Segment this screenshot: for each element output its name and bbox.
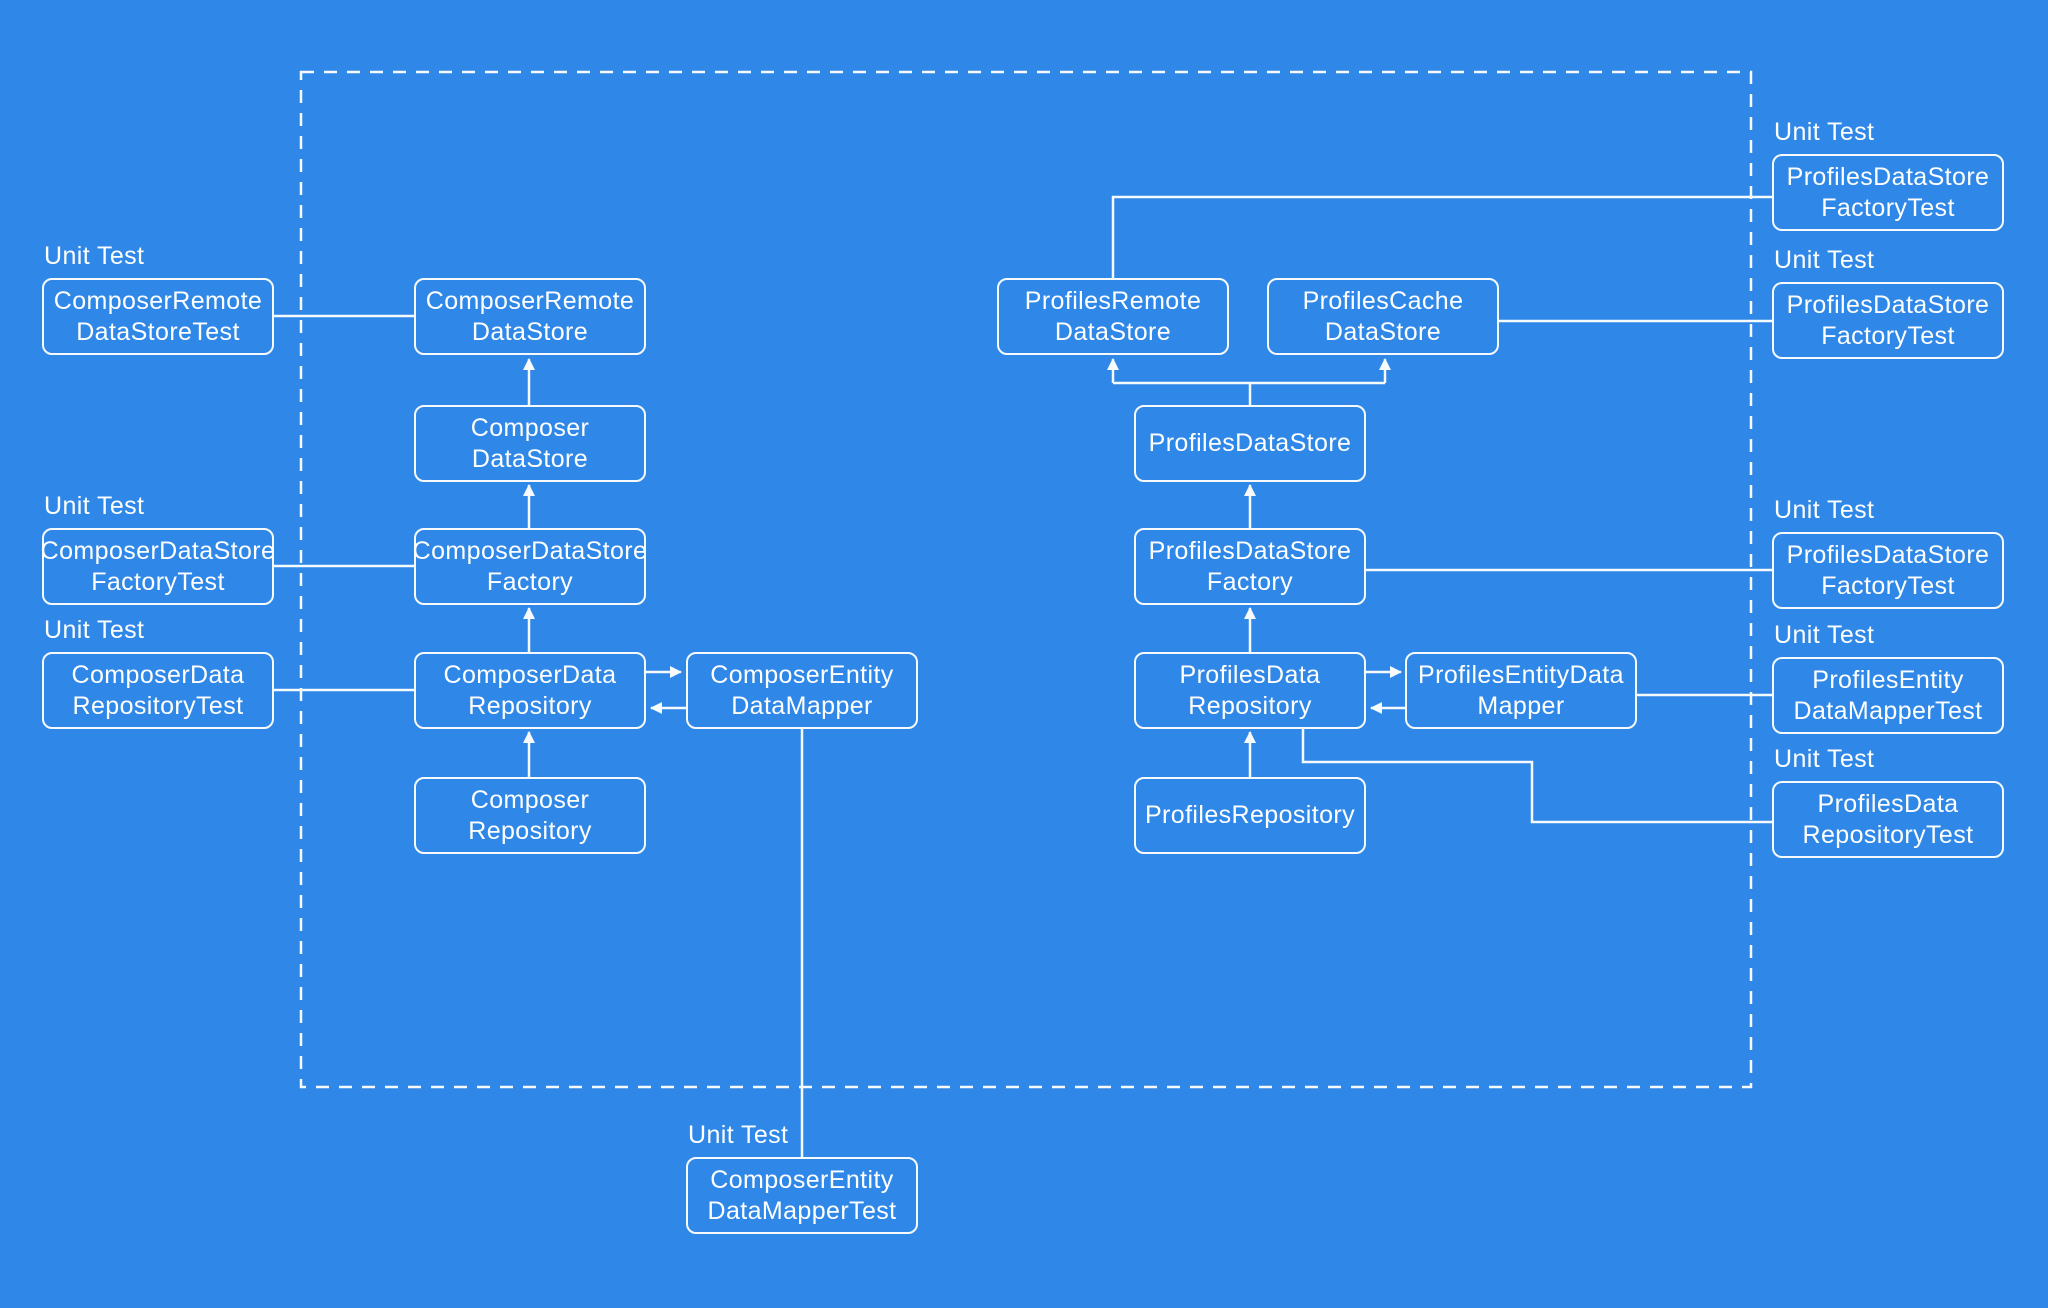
node-profiles-repository: ProfilesRepository (1134, 777, 1366, 854)
unit-test-label: Unit Test (1774, 118, 1875, 146)
node-composer-entity-data-mapper: ComposerEntity DataMapper (686, 652, 918, 729)
unit-test-label: Unit Test (44, 242, 145, 270)
node-composer-entity-data-mapper-test: ComposerEntity DataMapperTest (686, 1157, 918, 1234)
node-profiles-data-store-factory: ProfilesDataStore Factory (1134, 528, 1366, 605)
edge-profiles-data-repo-test (1301, 729, 1772, 824)
unit-test-label: Unit Test (44, 616, 145, 644)
unit-test-label: Unit Test (1774, 621, 1875, 649)
node-profiles-data-store-factory-test-mid: ProfilesDataStore FactoryTest (1772, 282, 2004, 359)
node-composer-data-repository: ComposerData Repository (414, 652, 646, 729)
composer-edges (274, 314, 804, 1157)
profiles-edges (1107, 195, 1772, 824)
unit-test-label: Unit Test (688, 1121, 789, 1149)
node-composer-data-repository-test: ComposerData RepositoryTest (42, 652, 274, 729)
node-profiles-cache-data-store: ProfilesCache DataStore (1267, 278, 1499, 355)
node-composer-data-store: Composer DataStore (414, 405, 646, 482)
node-profiles-data-store-factory-test: ProfilesDataStore FactoryTest (1772, 532, 2004, 609)
node-profiles-entity-data-mapper-test: ProfilesEntity DataMapperTest (1772, 657, 2004, 734)
unit-test-label: Unit Test (1774, 745, 1875, 773)
unit-test-label: Unit Test (1774, 246, 1875, 274)
data-layer-dashed-boundary (299, 70, 1753, 1089)
node-profiles-data-store: ProfilesDataStore (1134, 405, 1366, 482)
node-composer-repository: Composer Repository (414, 777, 646, 854)
node-profiles-data-repository: ProfilesData Repository (1134, 652, 1366, 729)
unit-test-label: Unit Test (1774, 496, 1875, 524)
node-profiles-entity-data-mapper: ProfilesEntityData Mapper (1405, 652, 1637, 729)
node-profiles-remote-data-store: ProfilesRemote DataStore (997, 278, 1229, 355)
node-composer-data-store-factory-test: ComposerDataStore FactoryTest (41, 528, 275, 605)
node-composer-remote-data-store-test: ComposerRemote DataStoreTest (42, 278, 274, 355)
node-composer-data-store-factory: ComposerDataStore Factory (413, 528, 647, 605)
edge-profiles-remote-store-test (1111, 195, 1772, 278)
node-composer-remote-data-store: ComposerRemote DataStore (414, 278, 646, 355)
unit-test-label: Unit Test (44, 492, 145, 520)
node-profiles-data-repository-test: ProfilesData RepositoryTest (1772, 781, 2004, 858)
node-profiles-data-store-factory-test-top: ProfilesDataStore FactoryTest (1772, 154, 2004, 231)
